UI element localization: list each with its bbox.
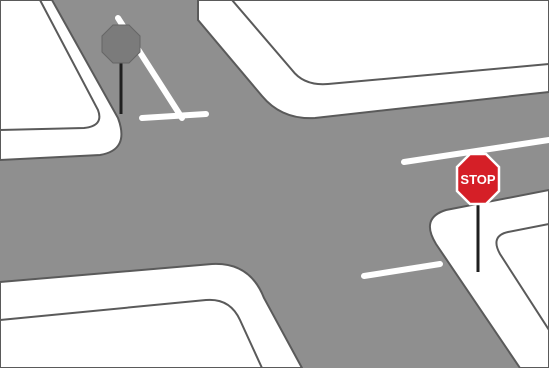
back-sign-octagon [102, 25, 140, 63]
stop-sign-text: STOP [460, 172, 495, 187]
stop-line-top [142, 114, 206, 118]
